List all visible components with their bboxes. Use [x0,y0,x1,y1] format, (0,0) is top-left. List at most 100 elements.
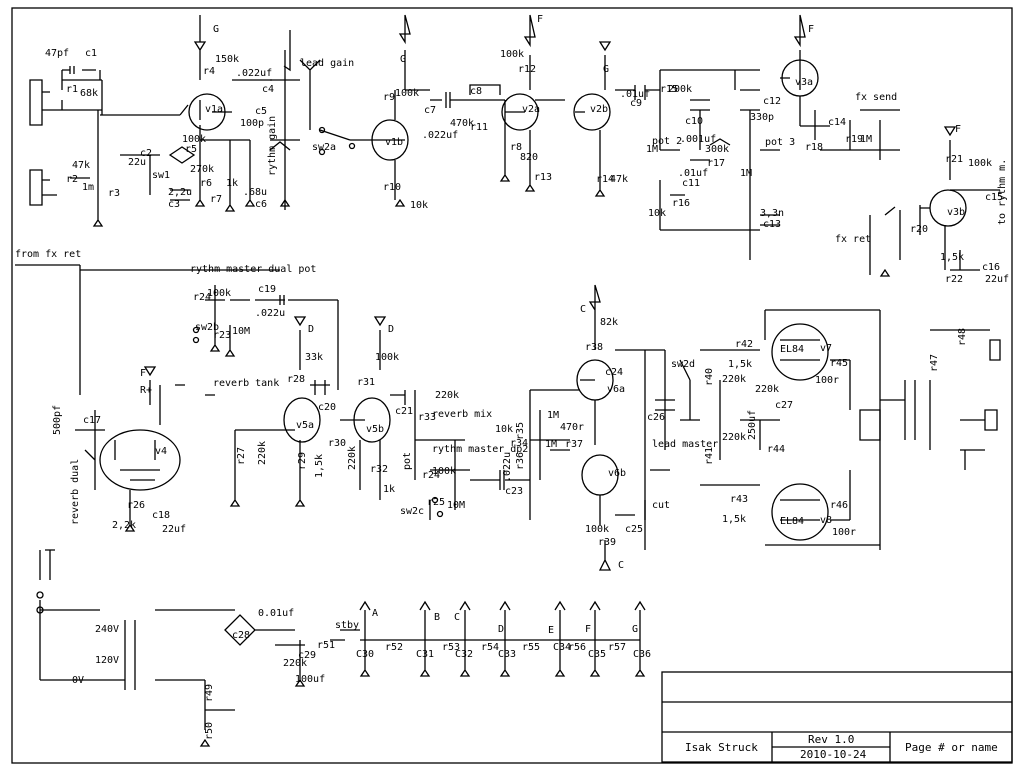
label-100k-g: 100k [432,466,456,477]
label-g1: G [213,24,219,35]
label-rythm-gain: rythm gain [267,116,278,176]
label-10k-b: 10k [648,208,666,219]
label-reverb-dual: reverb dual [70,459,81,525]
label-r30: r30 [328,438,346,449]
label-r32: r32 [370,464,388,475]
label-f-reverb: F [140,368,146,379]
label-1m-b: 1M [646,144,658,155]
label-c19: c19 [258,284,276,295]
label-r22: r22 [945,274,963,285]
revision-date: 2010-10-24 [800,748,867,761]
label-fx-ret: fx ret [835,234,871,245]
label-220k-b: 220k [257,441,268,465]
label-v2b: v2b [590,104,608,115]
label-c5: c5 [255,106,267,117]
label-r31: r31 [357,377,375,388]
label-v3b: v3b [947,207,965,218]
label-r24-b: r24 [422,470,440,481]
label-c24: c24 [605,367,623,378]
label-v2a: v2a [522,104,540,115]
v2a-stage [450,14,565,192]
label-1m-e: 1M [547,410,559,421]
label-330p: 330p [750,112,774,123]
label-c10: c10 [685,116,703,127]
title-block: Isak Struck Rev 1.0 2010-10-24 Page # or… [661,671,1013,763]
label-r45: r45 [830,358,848,369]
label-10m-b: 10M [447,500,465,511]
label-1-5k-c: 1,5k [728,359,752,370]
label-r6: r6 [200,178,212,189]
label-stby: stby [335,620,359,631]
label-c12: c12 [763,96,781,107]
label-c2: c2 [140,148,152,159]
label-c35: C35 [588,649,606,660]
label-sw2d: sw2d [671,359,695,370]
label-c3: c3 [168,199,180,210]
label-470r: 470r [560,422,584,433]
label-1m-d: 1M [860,134,872,145]
label-r53: r53 [442,642,460,653]
label-r38: r38 [585,342,603,353]
label-r57: r57 [608,642,626,653]
label-c15: c15 [985,192,1003,203]
label-pot3: pot 3 [765,137,795,148]
label-v1b: v1b [385,137,403,148]
label-47k-b: 47k [610,174,628,185]
label-c14: c14 [828,117,846,128]
label-v8: v8 [820,515,832,526]
label-c6: c6 [255,199,267,210]
label-c34: C34 [553,642,571,653]
label-f1: F [537,14,543,25]
rythm-master-section [15,264,339,395]
label-c30: C30 [356,649,374,660]
label-v5b: v5b [366,424,384,435]
label-v1a: v1a [205,104,223,115]
label-c-top: C [580,304,586,315]
label-r52: r52 [385,642,403,653]
label-1k-b: 1k [383,484,395,495]
label-r23: r23 [213,330,231,341]
label-47k: 47k [72,160,90,171]
label-220k-f: 220k [755,384,779,395]
label-47pf: 47pf [45,48,69,59]
label-c27: c27 [775,400,793,411]
label-100k-c: 100k [500,49,524,60]
label-r46: r46 [830,500,848,511]
label-r27: r27 [236,447,247,465]
label-68u: .68u [243,187,267,198]
label-100r-b: 100r [832,527,856,538]
output-stage [764,309,1001,550]
label-10k: 10k [410,200,428,211]
label-c7: c7 [424,105,436,116]
label-820: 820 [520,152,538,163]
label-r1: r1 [66,84,78,95]
label-r47: r47 [929,354,940,372]
label-from-fx-ret: from fx ret [15,249,81,260]
label-c32: C32 [455,649,473,660]
label-240v: 240V [95,624,119,635]
gain-pots [269,30,375,210]
label-r28: r28 [287,374,305,385]
label-r49: r49 [204,684,215,702]
label-b: B [434,612,440,623]
label-v5a: v5a [296,420,314,431]
label-el84-b: EL84 [780,516,804,527]
label-1m-f: 1M [545,439,557,450]
label-r2: r2 [66,174,78,185]
label-300k: 300k [705,144,729,155]
label-001uf: .001uf [680,134,716,145]
label-68k: 68k [80,88,98,99]
page-name: Page # or name [905,741,998,754]
label-r37: r37 [565,439,583,450]
label-r42: r42 [735,339,753,350]
label-r56: r56 [568,642,586,653]
label-150k: 150k [215,54,239,65]
label-v7: v7 [820,343,832,354]
label-r15: r15 [660,84,678,95]
label-100k-b: 100k [395,88,419,99]
label-22u: 22u [128,157,146,168]
label-220k-g: 220k [283,658,307,669]
label-cut: cut [652,500,670,511]
label-v4: v4 [155,446,167,457]
label-100k-h: 100k [585,524,609,535]
